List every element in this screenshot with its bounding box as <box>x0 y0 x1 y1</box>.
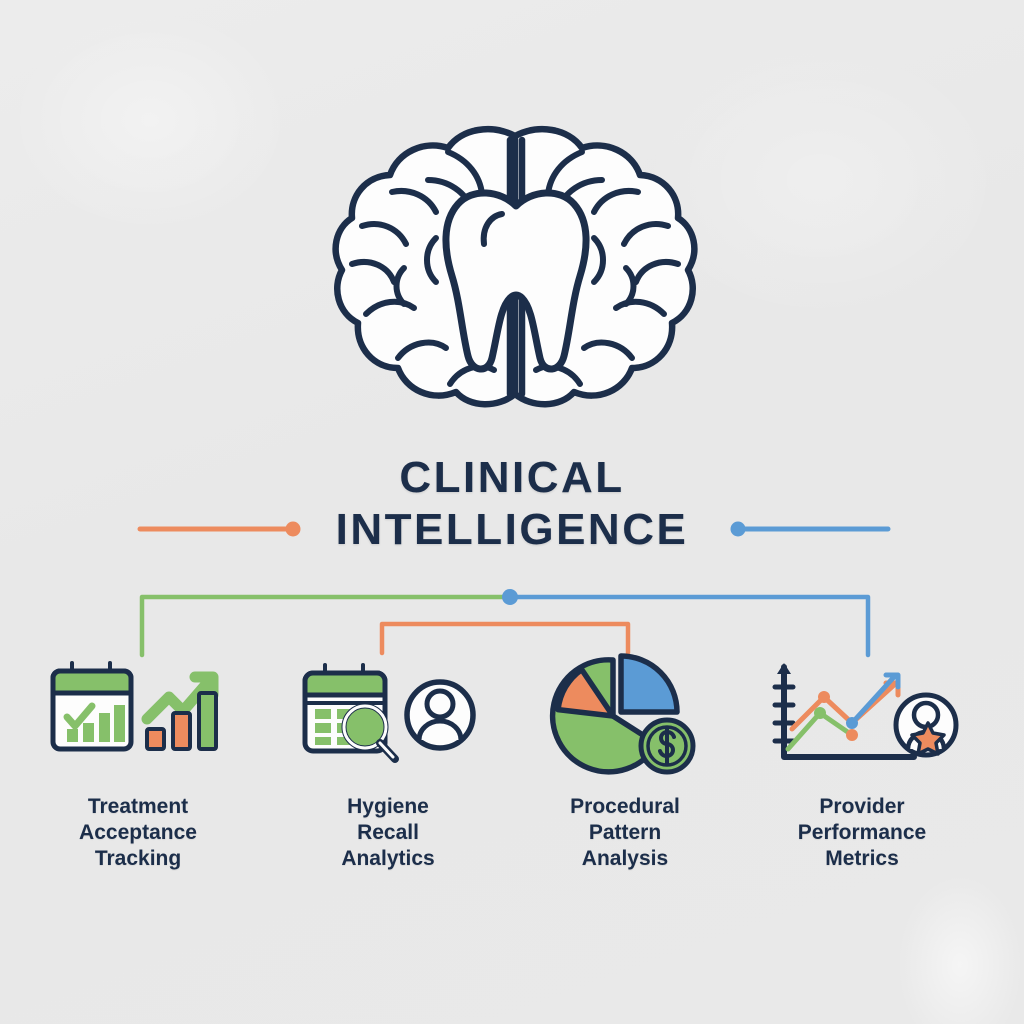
pie-chart-icon <box>549 653 680 775</box>
brain-tooth-logo <box>332 118 698 418</box>
pillar-provider-performance-metrics[interactable]: Provider Performance Metrics <box>742 650 982 872</box>
caption-3-line-2: Pattern <box>588 821 662 844</box>
caption-4-line-1: Provider <box>819 795 905 818</box>
pillar-procedural-pattern-analysis[interactable]: Procedural Pattern Analysis <box>505 650 745 872</box>
caption-4-line-2: Performance <box>797 821 927 844</box>
icon-group-3 <box>505 650 745 780</box>
caption-1-line-2: Acceptance <box>79 821 197 844</box>
user-avatar-icon <box>404 679 476 751</box>
caption-2-line-2: Recall <box>357 821 419 844</box>
caption-2-line-3: Analytics <box>341 847 435 870</box>
page-title: CLINICAL INTELLIGENCE <box>0 452 1024 556</box>
treatment-acceptance-icons <box>50 661 219 752</box>
inner-bracket <box>379 621 631 656</box>
caption-3: Procedural Pattern Analysis <box>505 794 745 872</box>
growth-bar-chart-arrow-icon <box>141 671 219 751</box>
dollar-coin-icon <box>638 717 696 775</box>
calendar-magnifier-icon <box>302 663 399 763</box>
caption-2: Hygiene Recall Analytics <box>268 794 508 872</box>
brain-tooth-svg <box>332 126 698 408</box>
caption-2-line-1: Hygiene <box>347 795 429 818</box>
procedural-pattern-icons <box>549 653 696 775</box>
caption-1: Treatment Acceptance Tracking <box>18 794 258 872</box>
icon-group-2 <box>268 650 508 780</box>
icon-group-4 <box>742 650 982 780</box>
title-line-1: CLINICAL <box>399 453 625 502</box>
caption-3-line-1: Procedural <box>570 795 680 818</box>
outer-bracket-right <box>507 594 871 658</box>
pillar-treatment-acceptance-tracking[interactable]: Treatment Acceptance Tracking <box>18 650 258 872</box>
award-badge-person-icon <box>893 692 959 757</box>
hygiene-recall-icons <box>302 663 476 763</box>
provider-performance-icons <box>772 662 959 760</box>
icon-group-1 <box>18 650 258 780</box>
caption-4-line-3: Metrics <box>825 847 899 870</box>
pillar-hygiene-recall-analytics[interactable]: Hygiene Recall Analytics <box>268 650 508 872</box>
hub-dot <box>502 589 518 605</box>
outer-bracket-left <box>139 594 513 658</box>
caption-3-line-3: Analysis <box>581 847 669 870</box>
title-line-2: INTELLIGENCE <box>335 505 689 554</box>
calendar-checkmark-bars-icon <box>50 661 134 752</box>
caption-1-line-3: Tracking <box>94 847 182 870</box>
line-chart-trend-icon <box>772 662 917 760</box>
caption-1-line-1: Treatment <box>87 795 189 818</box>
caption-4: Provider Performance Metrics <box>742 794 982 872</box>
